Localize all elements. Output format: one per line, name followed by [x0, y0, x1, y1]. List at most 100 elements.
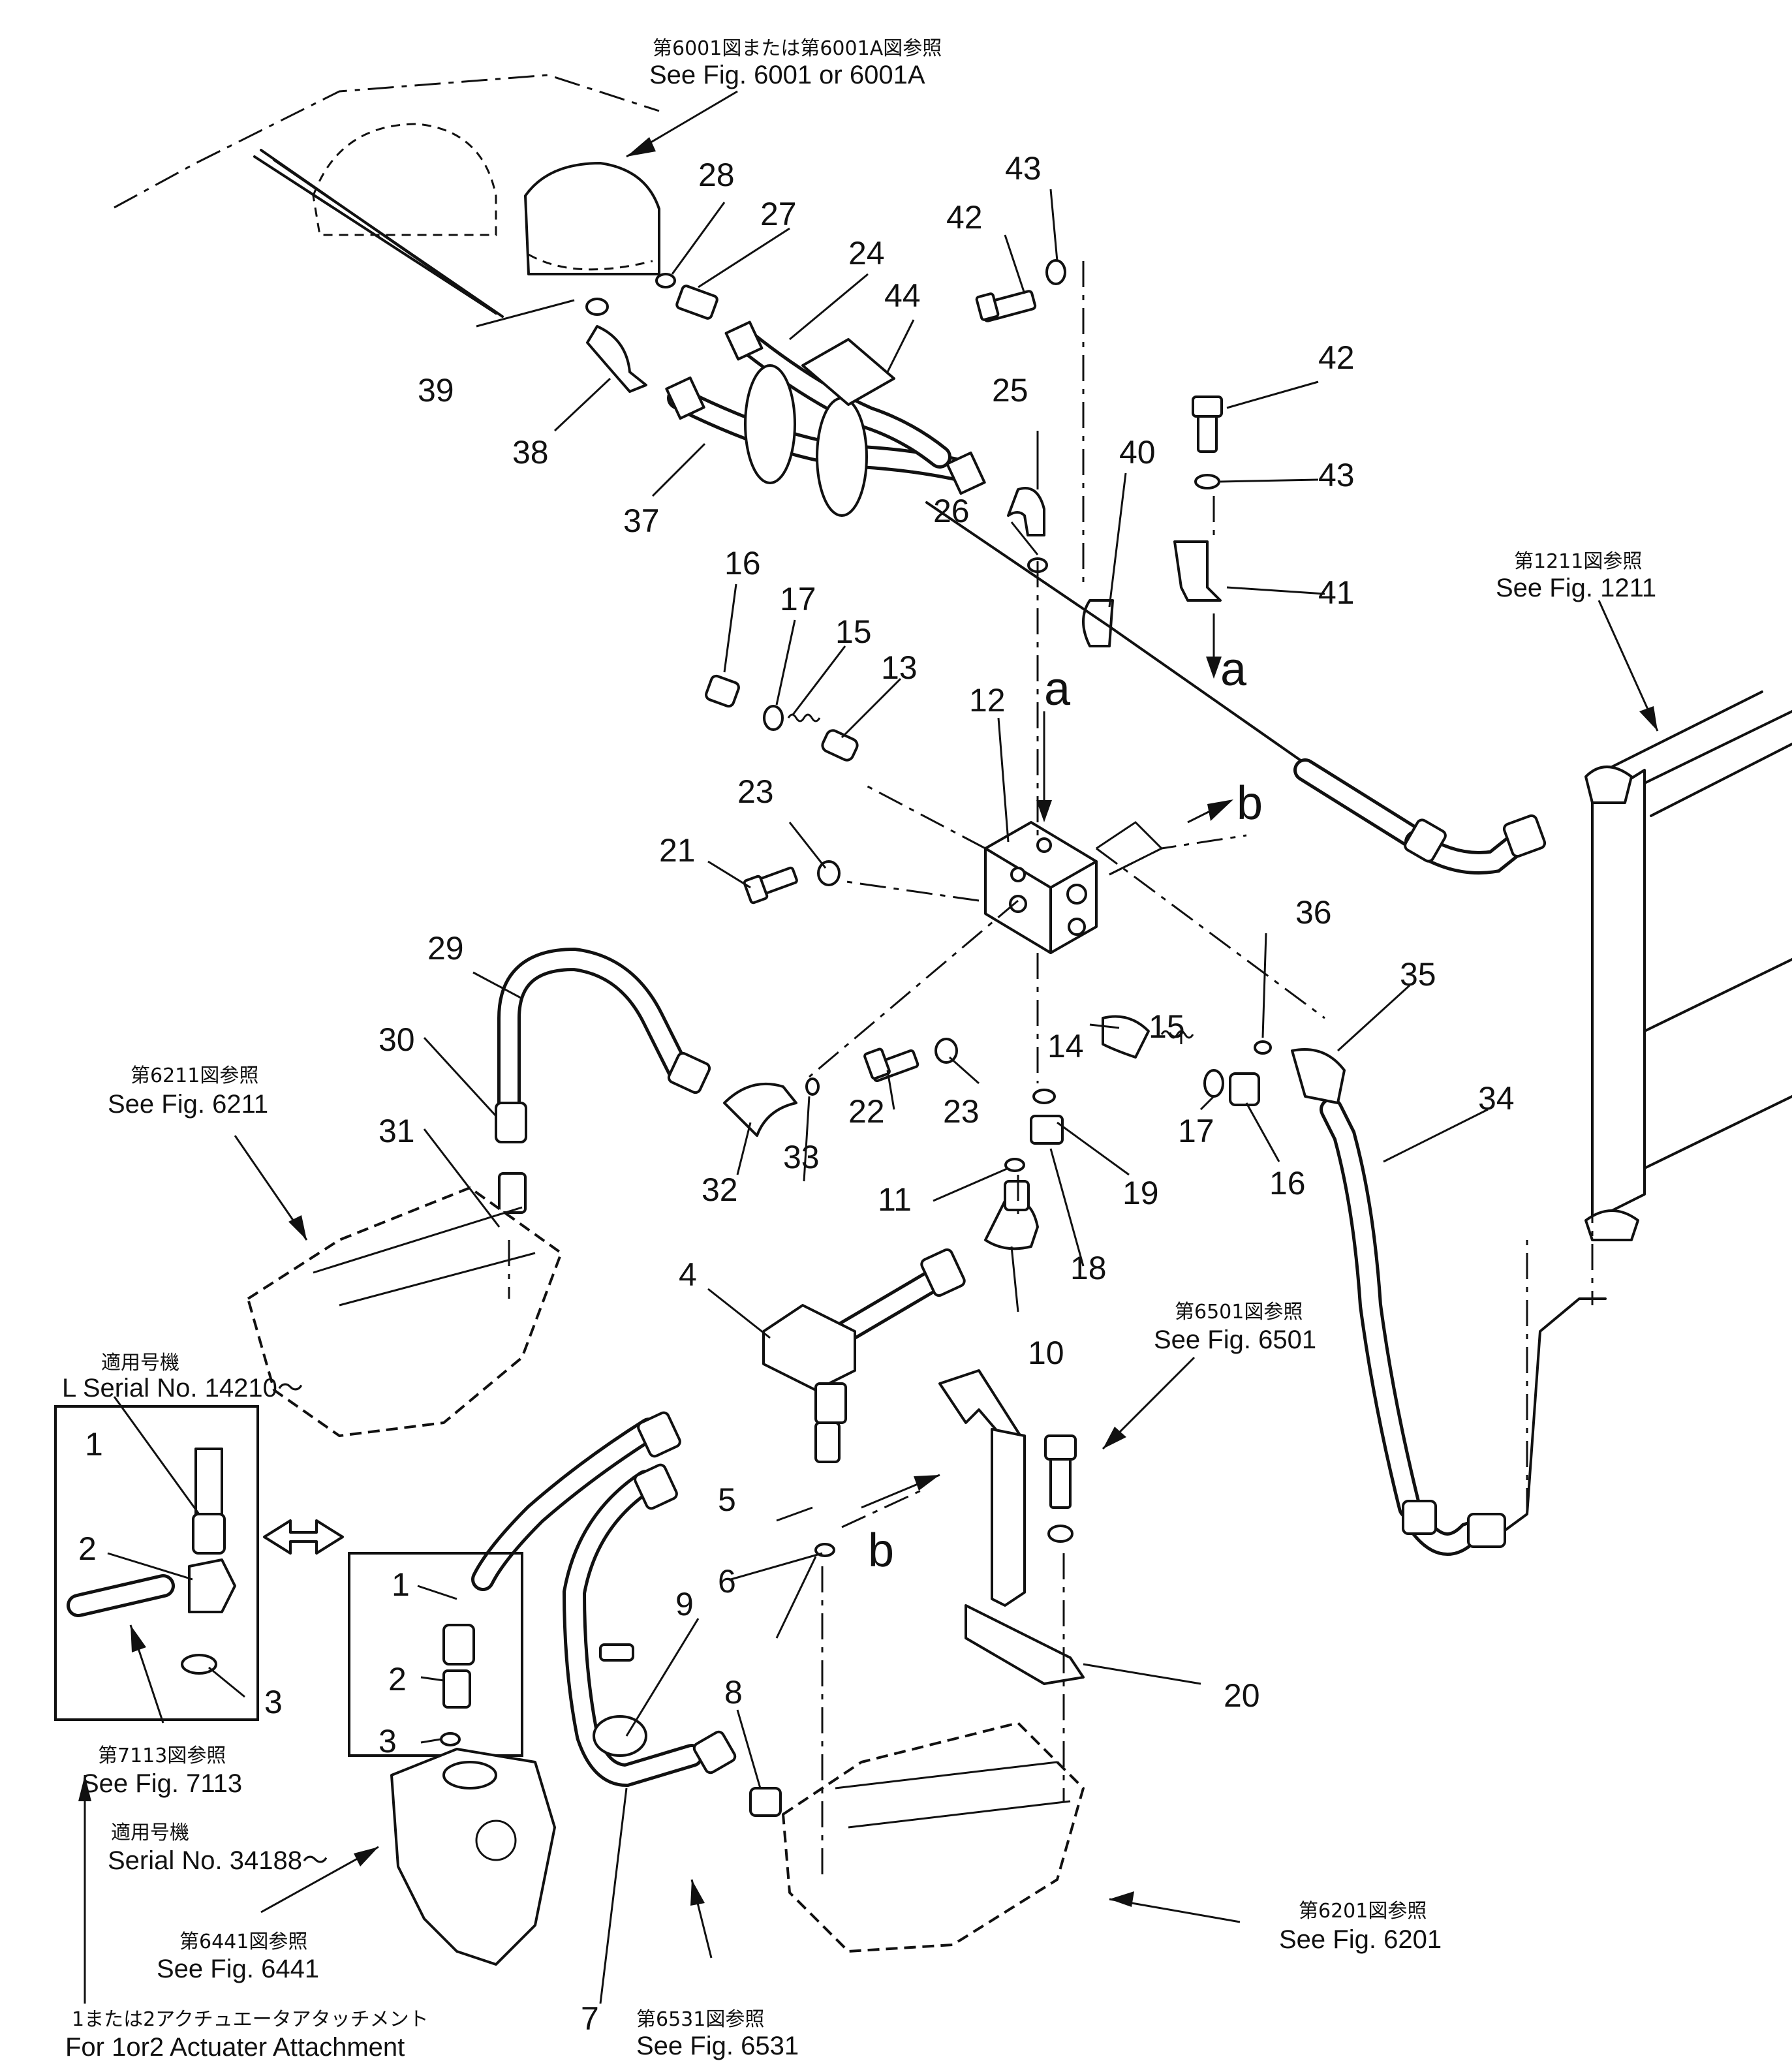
part-number-7: 7 [581, 2000, 599, 2037]
ref-6001-jp: 第6001図または第6001A図参照 [653, 37, 942, 60]
serial-note-l: 適用号機 L Serial No. 14210～ [62, 1352, 303, 1402]
reference-fig-1211: 第1211図参照 See Fig. 1211 [1496, 550, 1656, 602]
part-number-15-lower: 15 [1149, 1008, 1185, 1045]
bolts-and-bracket [975, 259, 1223, 647]
part-number-17-lower: 17 [1178, 1113, 1214, 1149]
reference-fig-6501: 第6501図参照 See Fig. 6501 [1154, 1301, 1316, 1354]
ref-7113-en: See Fig. 7113 [82, 1769, 242, 1798]
part-number-29: 29 [427, 930, 464, 967]
actuator-body [390, 1748, 556, 1966]
part-number-28: 28 [698, 157, 735, 193]
part-number-35: 35 [1400, 956, 1436, 993]
part-number-43: 43 [1005, 150, 1042, 187]
part-number-17: 17 [780, 581, 816, 617]
bracket-20 [938, 1369, 1085, 1685]
hydraulic-tank [312, 123, 660, 275]
repeat-part-numbers: 15 16 17 23 42 43 1 2 3 [378, 339, 1355, 1759]
reference-fig-6001: 第6001図または第6001A図参照 See Fig. 6001 or 6001… [649, 37, 942, 89]
ref-6531-en: See Fig. 6531 [636, 2032, 799, 2060]
reference-fig-6441: 第6441図参照 See Fig. 6441 [157, 1930, 319, 1983]
control-valve-6211 [247, 1186, 563, 1437]
oil-cooler [1584, 690, 1792, 1241]
serial-l-en: L Serial No. 14210～ [62, 1374, 303, 1402]
hose-assembly-24-37 [665, 320, 986, 517]
ref-6501-jp: 第6501図参照 [1175, 1301, 1303, 1324]
view-letter-a-lower: a [1220, 643, 1247, 696]
leader-lines [78, 90, 1659, 2004]
part-number-10: 10 [1028, 1335, 1064, 1371]
part-number-14: 14 [1047, 1028, 1084, 1064]
part-number-1: 1 [85, 1426, 103, 1463]
ref-6211-en: See Fig. 6211 [108, 1090, 268, 1119]
part-number-1-inset: 1 [392, 1566, 410, 1603]
ref-6211-jp: 第6211図参照 [131, 1064, 258, 1087]
serial-note-b: 適用号機 Serial No. 34188～ [108, 1821, 328, 1875]
view-letter-a-upper: a [1044, 663, 1071, 715]
part-number-11: 11 [878, 1181, 912, 1218]
part-number-21: 21 [659, 832, 696, 869]
part-number-23-lower: 23 [943, 1093, 980, 1130]
part-number-23: 23 [737, 773, 774, 810]
reference-fig-6201: 第6201図参照 See Fig. 6201 [1279, 1900, 1442, 1954]
view-letter-b-lower: b [868, 1525, 894, 1577]
part-number-15: 15 [835, 613, 872, 650]
attachment-en: For 1or2 Actuater Attachment [65, 2033, 405, 2061]
part-number-4: 4 [679, 1256, 697, 1293]
part-number-32: 32 [702, 1171, 738, 1208]
attachment-jp: 1または2アクチュエータアタッチメント [72, 2008, 429, 2031]
view-letter-b-upper: b [1237, 777, 1263, 829]
part-number-27: 27 [760, 196, 797, 232]
ref-6531-jp: 第6531図参照 [636, 2008, 764, 2031]
part-number-30: 30 [378, 1021, 415, 1058]
part-number-36: 36 [1295, 894, 1332, 931]
ref-7113-jp: 第7113図参照 [98, 1744, 226, 1767]
ref-6001-en: See Fig. 6001 or 6001A [649, 61, 925, 89]
part-number-2: 2 [78, 1530, 97, 1567]
centrelines [508, 261, 1594, 1880]
actuator-hoses [471, 1411, 782, 1817]
part-number-20: 20 [1224, 1677, 1260, 1714]
ref-1211-jp: 第1211図参照 [1514, 550, 1642, 573]
valve-block-12 [984, 821, 1164, 954]
ref-6501-en: See Fig. 6501 [1154, 1325, 1316, 1354]
part-number-38: 38 [512, 434, 549, 471]
ref-1211-en: See Fig. 1211 [1496, 574, 1656, 602]
part-number-33: 33 [783, 1139, 820, 1175]
reference-fig-6531: 第6531図参照 See Fig. 6531 [636, 2008, 799, 2060]
part-number-24: 24 [848, 235, 885, 271]
part-number-6: 6 [718, 1563, 736, 1600]
ref-6441-en: See Fig. 6441 [157, 1955, 319, 1983]
swap-arrow [263, 1519, 344, 1555]
part-number-3: 3 [264, 1684, 283, 1720]
part-number-8: 8 [724, 1674, 743, 1711]
block-fittings [705, 674, 1272, 1172]
part-number-39: 39 [418, 372, 454, 409]
reference-fig-6211: 第6211図参照 See Fig. 6211 [108, 1064, 268, 1119]
part-number-16: 16 [724, 545, 761, 581]
part-number-31: 31 [378, 1113, 415, 1149]
part-numbers: 1 2 3 4 5 6 7 8 9 10 11 12 13 14 15 16 1… [78, 150, 1515, 2037]
part-number-13: 13 [881, 649, 918, 686]
inset-box-left [54, 1405, 259, 1721]
part-number-3-inset: 3 [378, 1723, 397, 1759]
part-number-42: 42 [946, 199, 983, 236]
part-number-25: 25 [992, 372, 1028, 409]
part-number-42-right: 42 [1318, 339, 1355, 376]
part-number-18: 18 [1070, 1250, 1107, 1286]
ref-6441-jp: 第6441図参照 [179, 1930, 307, 1953]
tee-4-and-lines [762, 1180, 1039, 1557]
serial-l-jp: 適用号機 [101, 1352, 179, 1374]
upper-return-pipe [925, 501, 1547, 875]
hose-34 [1291, 1048, 1607, 1556]
serial-b-en: Serial No. 34188～ [108, 1846, 328, 1875]
part-number-16-lower: 16 [1269, 1165, 1306, 1201]
part-number-19: 19 [1122, 1175, 1159, 1211]
attachment-note: 1または2アクチュエータアタッチメント For 1or2 Actuater At… [65, 2008, 429, 2061]
part-number-2-inset: 2 [388, 1661, 407, 1697]
control-valve-6201 [782, 1722, 1085, 1953]
part-number-9: 9 [675, 1586, 694, 1622]
hose-29 [495, 947, 820, 1239]
part-number-22: 22 [848, 1093, 885, 1130]
reference-fig-7113: 第7113図参照 See Fig. 7113 [82, 1744, 242, 1798]
